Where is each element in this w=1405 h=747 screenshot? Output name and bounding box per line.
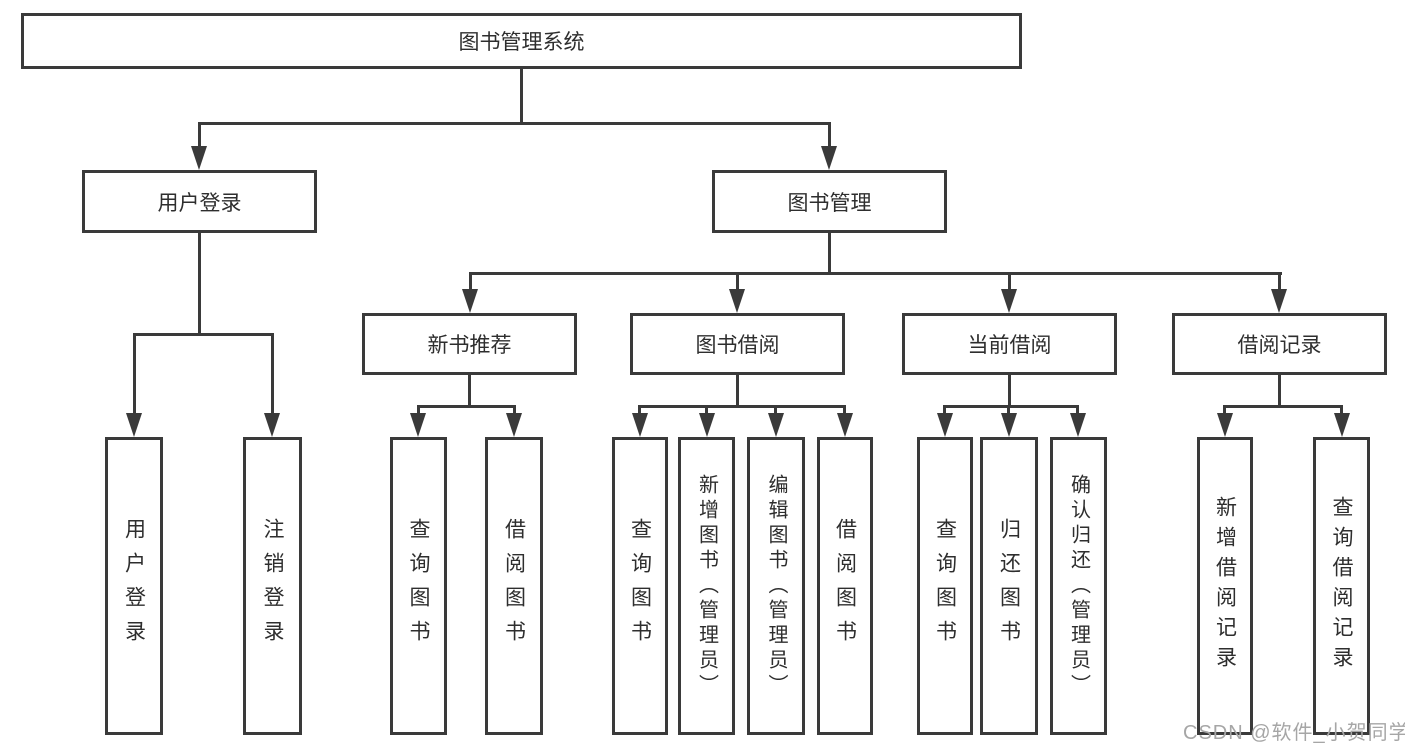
leaf-add-books-admin: 新增图书（管理员） bbox=[678, 437, 735, 735]
connector-drop-level2 bbox=[469, 272, 472, 291]
connector-drop-level2 bbox=[736, 272, 739, 291]
arrow-down-icon bbox=[1271, 289, 1287, 313]
connector-drop-user-login bbox=[198, 122, 201, 148]
connector-drop-leaf bbox=[1223, 405, 1226, 415]
arrow-down-icon bbox=[191, 146, 207, 170]
connector-root-stem bbox=[520, 69, 523, 122]
connector-book-mgmt-stem bbox=[828, 233, 831, 272]
arrow-down-icon bbox=[462, 289, 478, 313]
leaf-borrow-books: 借阅图书 bbox=[817, 437, 873, 735]
arrow-down-icon bbox=[768, 413, 784, 437]
connector-drop-leaf bbox=[133, 333, 136, 415]
connector-drop-leaf bbox=[943, 405, 946, 415]
arrow-down-icon bbox=[506, 413, 522, 437]
arrow-down-icon bbox=[1334, 413, 1350, 437]
connector-drop-leaf bbox=[1340, 405, 1343, 415]
node-borrow-records: 借阅记录 bbox=[1172, 313, 1387, 375]
connector-drop-level2 bbox=[1008, 272, 1011, 291]
arrow-down-icon bbox=[1217, 413, 1233, 437]
leaf-edit-books-admin: 编辑图书（管理员） bbox=[747, 437, 805, 735]
connector-records-bar bbox=[1223, 405, 1343, 408]
arrow-down-icon bbox=[937, 413, 953, 437]
connector-drop-leaf bbox=[843, 405, 846, 415]
arrow-down-icon bbox=[837, 413, 853, 437]
connector-drop-leaf bbox=[271, 333, 274, 415]
leaf-user-login: 用户登录 bbox=[105, 437, 163, 735]
connector-user-login-bar bbox=[133, 333, 274, 336]
arrow-down-icon bbox=[126, 413, 142, 437]
leaf-borrow-books: 借阅图书 bbox=[485, 437, 543, 735]
leaf-query-books: 查询图书 bbox=[390, 437, 447, 735]
arrow-down-icon bbox=[729, 289, 745, 313]
connector-drop-leaf bbox=[1007, 405, 1010, 415]
node-book-borrow: 图书借阅 bbox=[630, 313, 845, 375]
leaf-confirm-return-admin: 确认归还（管理员） bbox=[1050, 437, 1107, 735]
connector-drop-leaf bbox=[705, 405, 708, 415]
node-library-management-system: 图书管理系统 bbox=[21, 13, 1022, 69]
arrow-down-icon bbox=[1070, 413, 1086, 437]
connector-borrow-stem bbox=[736, 375, 739, 405]
connector-borrow-bar bbox=[638, 405, 846, 408]
connector-drop-book-management bbox=[828, 122, 831, 148]
connector-drop-leaf bbox=[638, 405, 641, 415]
connector-drop-leaf bbox=[1076, 405, 1079, 415]
connector-book-mgmt-bar bbox=[469, 272, 1282, 275]
connector-drop-level2 bbox=[1278, 272, 1281, 291]
connector-drop-leaf bbox=[774, 405, 777, 415]
node-current-borrow: 当前借阅 bbox=[902, 313, 1117, 375]
connector-current-stem bbox=[1008, 375, 1011, 405]
arrow-down-icon bbox=[410, 413, 426, 437]
leaf-query-borrow-record: 查询借阅记录 bbox=[1313, 437, 1370, 735]
arrow-down-icon bbox=[699, 413, 715, 437]
node-book-management: 图书管理 bbox=[712, 170, 947, 233]
leaf-add-borrow-record: 新增借阅记录 bbox=[1197, 437, 1253, 735]
leaf-query-books: 查询图书 bbox=[917, 437, 973, 735]
connector-recommend-bar bbox=[417, 405, 516, 408]
arrow-down-icon bbox=[821, 146, 837, 170]
leaf-logout-login: 注销登录 bbox=[243, 437, 302, 735]
connector-drop-leaf bbox=[417, 405, 420, 415]
node-user-login: 用户登录 bbox=[82, 170, 317, 233]
connector-user-login-stem bbox=[198, 233, 201, 333]
connector-drop-leaf bbox=[513, 405, 516, 415]
arrow-down-icon bbox=[632, 413, 648, 437]
leaf-query-books: 查询图书 bbox=[612, 437, 668, 735]
leaf-return-books: 归还图书 bbox=[980, 437, 1038, 735]
node-new-book-recommend: 新书推荐 bbox=[362, 313, 577, 375]
connector-records-stem bbox=[1278, 375, 1281, 405]
connector-current-bar bbox=[943, 405, 1079, 408]
arrow-down-icon bbox=[264, 413, 280, 437]
arrow-down-icon bbox=[1001, 413, 1017, 437]
connector-recommend-stem bbox=[468, 375, 471, 405]
arrow-down-icon bbox=[1001, 289, 1017, 313]
connector-root-bar bbox=[198, 122, 831, 125]
csdn-watermark: CSDN @软件_小贺同学 bbox=[1183, 722, 1405, 744]
